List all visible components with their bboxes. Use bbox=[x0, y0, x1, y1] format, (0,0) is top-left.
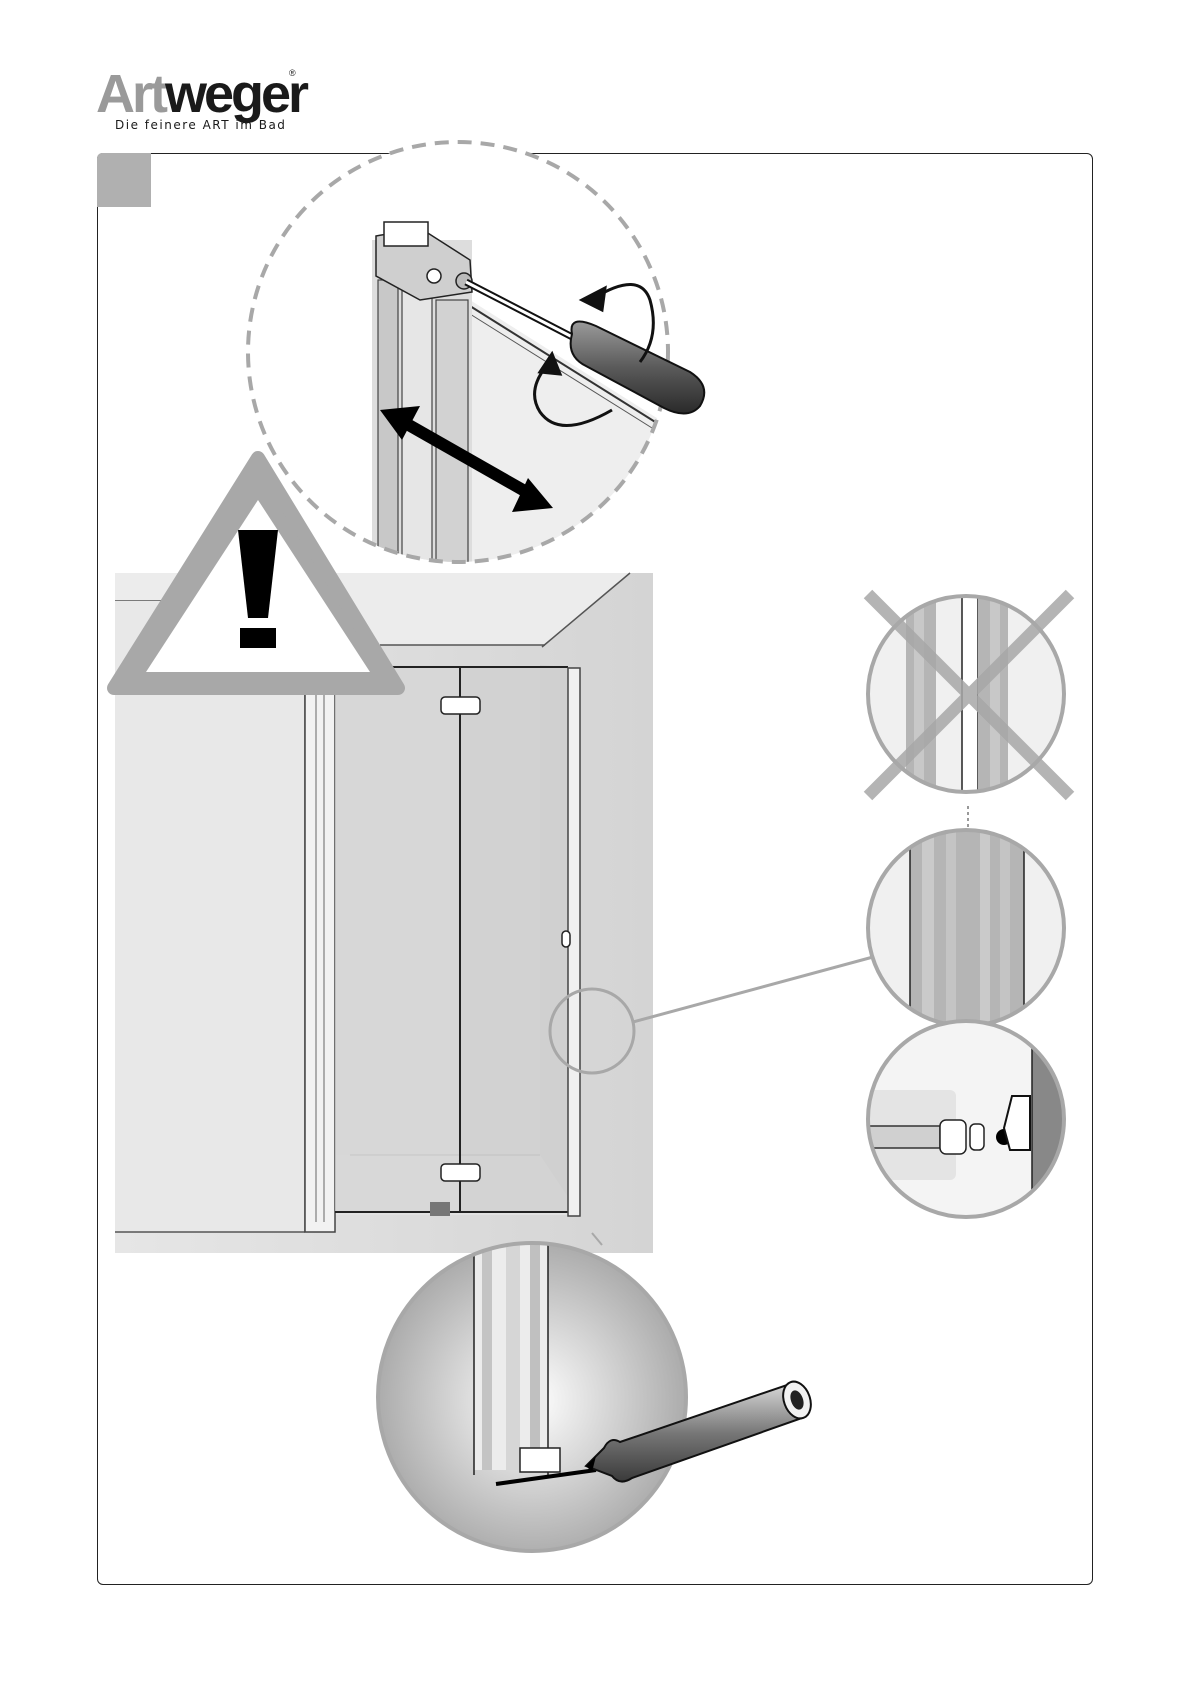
seal-cross-section-detail bbox=[868, 1020, 1072, 1220]
bottom-detail-circle bbox=[376, 1233, 688, 1560]
correct-alignment-detail bbox=[868, 830, 1064, 1030]
